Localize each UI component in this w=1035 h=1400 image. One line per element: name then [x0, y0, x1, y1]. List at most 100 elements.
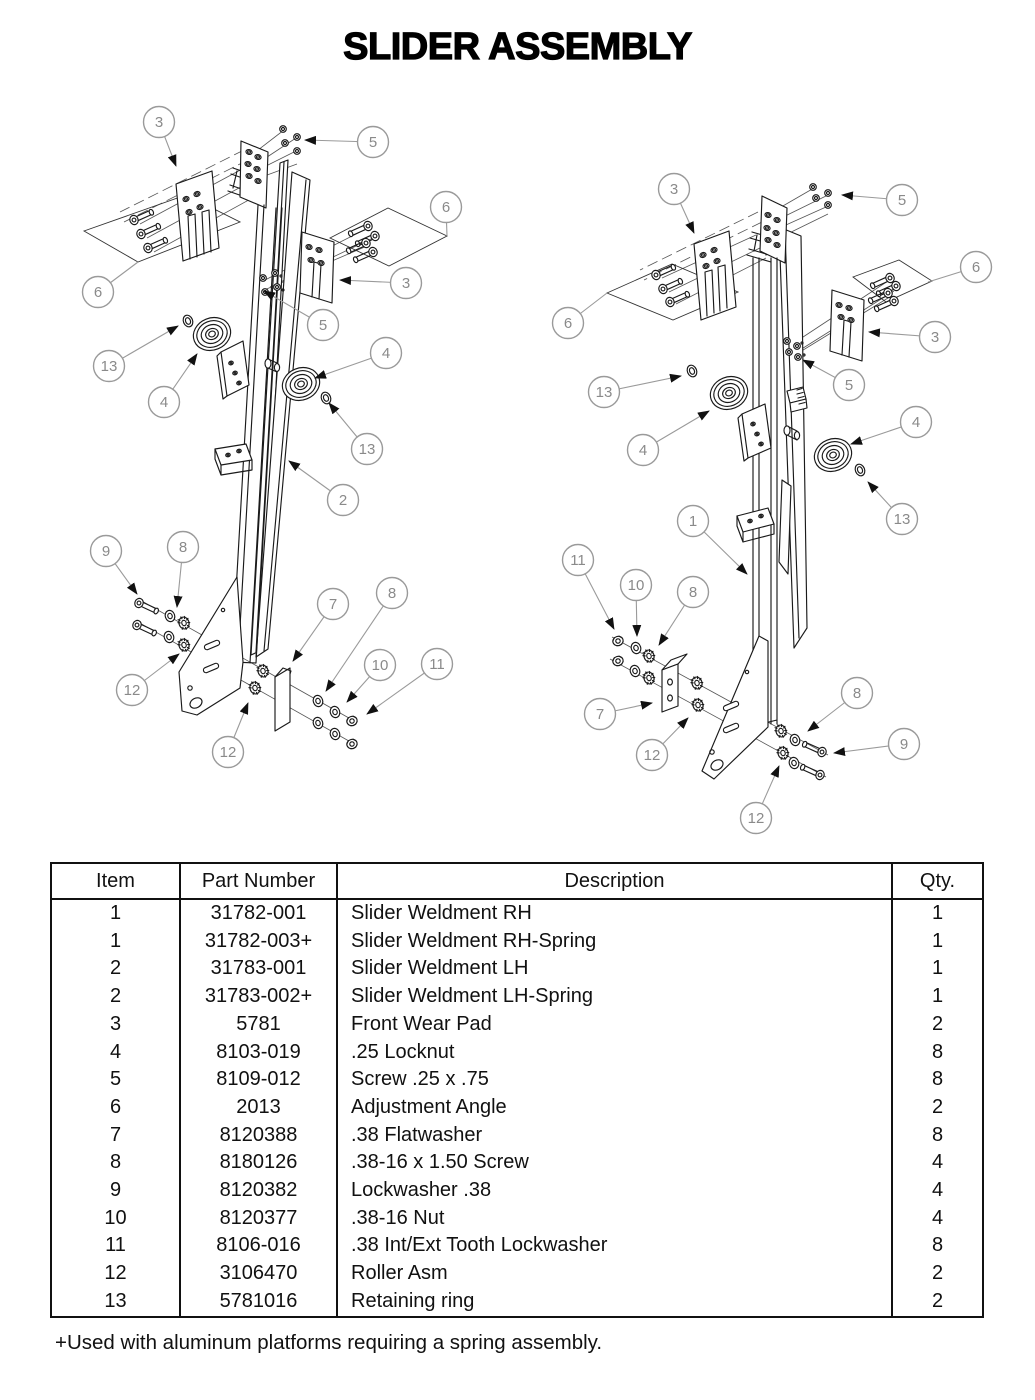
- top-mount-plate: [239, 140, 269, 209]
- front-channel-rail: [231, 204, 283, 664]
- front-wear-pad-right: [829, 289, 865, 362]
- svg-text:6: 6: [94, 284, 102, 301]
- stop-block: [736, 507, 775, 543]
- callout-balloon: 7: [583, 697, 653, 731]
- callout-balloon: 1: [676, 504, 748, 575]
- cam-wedge-block: [737, 403, 772, 462]
- callout-balloon: 12: [635, 717, 689, 772]
- callout-balloon: 9: [833, 727, 921, 761]
- callout-balloon: 3: [339, 266, 423, 300]
- svg-text:11: 11: [570, 552, 586, 569]
- right-assembly-drawing: [605, 183, 933, 782]
- callout-balloon: 7: [292, 587, 350, 662]
- callout-balloon: 13: [867, 481, 919, 536]
- svg-text:12: 12: [220, 744, 237, 761]
- callout-balloon: 4: [314, 336, 403, 379]
- svg-text:4: 4: [639, 442, 647, 459]
- svg-text:8: 8: [853, 685, 861, 702]
- svg-text:3: 3: [155, 114, 163, 131]
- axle-pin: [783, 425, 801, 441]
- callouts-left: 3 5 6 3 6 5 13 4 4 13 2 9 8 12 7 8 10 11…: [81, 105, 463, 769]
- column-header-description: Description: [336, 863, 893, 900]
- svg-text:5: 5: [845, 377, 853, 394]
- callout-balloon: 5: [304, 125, 390, 159]
- svg-text:5: 5: [898, 192, 906, 209]
- roller-asm-left: [704, 370, 754, 416]
- top-mount-plate: [759, 195, 788, 264]
- pad-screws-right: [344, 219, 382, 266]
- svg-text:3: 3: [402, 275, 410, 292]
- callout-balloon: 12: [211, 702, 249, 769]
- callout-balloon: 10: [619, 568, 653, 637]
- callout-balloon: 4: [850, 405, 933, 445]
- callout-balloon: 3: [657, 172, 695, 234]
- column-header-part-number: Part Number: [179, 863, 338, 900]
- callout-balloon: 5: [841, 183, 919, 217]
- callout-balloon: 5: [802, 359, 866, 402]
- screw-heads-top: [279, 125, 301, 155]
- callout-balloon: 4: [147, 353, 198, 419]
- svg-text:13: 13: [894, 511, 911, 528]
- svg-text:12: 12: [124, 682, 141, 699]
- callout-balloon: 11: [366, 647, 454, 715]
- callout-balloon: 12: [115, 653, 180, 707]
- callout-balloon: 6: [429, 190, 463, 237]
- screw-heads-mid: [783, 337, 806, 361]
- gusset-bolts-left: [130, 596, 161, 639]
- exploded-view-drawing: 3 5 6 3 6 5 13 4 4 13 2 9 8 12 7 8 10 11…: [81, 105, 993, 835]
- svg-text:10: 10: [628, 577, 645, 594]
- stop-block: [214, 443, 253, 476]
- cam-wedge-block: [216, 340, 250, 400]
- roller-asm-right: [808, 432, 858, 478]
- callout-balloon: 5: [263, 290, 340, 342]
- page-title: SLIDER ASSEMBLY: [343, 25, 693, 68]
- bottom-gusset-plate: [701, 635, 769, 780]
- adjustment-angle-phantom: [605, 259, 933, 321]
- parts-table-header-row: Item Part Number Description Qty.: [50, 863, 984, 900]
- callouts-right: 3 5 6 3 6 5 13 4 4 13 1 11 10 8 7 12 8 9…: [551, 172, 993, 835]
- gusset-hardware-right: [311, 693, 359, 751]
- gusset-hardware-left: [611, 634, 706, 714]
- svg-text:6: 6: [972, 259, 980, 276]
- svg-text:9: 9: [102, 543, 110, 560]
- spring-arm: [778, 479, 792, 575]
- footnote: +Used with aluminum platforms requiring …: [55, 1331, 603, 1354]
- angle-bracket: [661, 653, 688, 713]
- callout-balloon: 13: [92, 325, 179, 383]
- callout-balloon: 8: [325, 576, 409, 692]
- front-wear-pad-left: [175, 170, 220, 262]
- svg-text:6: 6: [442, 199, 450, 216]
- left-assembly-drawing: [82, 125, 449, 751]
- svg-text:5: 5: [319, 317, 327, 334]
- svg-text:7: 7: [596, 706, 604, 723]
- svg-text:13: 13: [359, 441, 376, 458]
- callout-balloon: 3: [868, 320, 952, 354]
- svg-text:9: 9: [900, 736, 908, 753]
- callout-balloon: 8: [166, 530, 200, 608]
- gusset-washers-left: [162, 608, 192, 654]
- svg-text:12: 12: [644, 747, 661, 764]
- callout-balloon: 13: [328, 402, 384, 466]
- front-wear-pad-right: [299, 231, 335, 304]
- column-header-qty: Qty.: [891, 863, 984, 900]
- svg-text:8: 8: [689, 584, 697, 601]
- callout-balloon: 10: [346, 648, 397, 703]
- svg-text:4: 4: [382, 345, 390, 362]
- svg-text:11: 11: [429, 656, 445, 673]
- screw-heads-mid: [259, 269, 285, 296]
- wear-strip: [274, 667, 292, 732]
- svg-text:2: 2: [339, 492, 347, 509]
- retaining-ring-right: [852, 462, 868, 478]
- bottom-gusset-plate: [178, 576, 244, 716]
